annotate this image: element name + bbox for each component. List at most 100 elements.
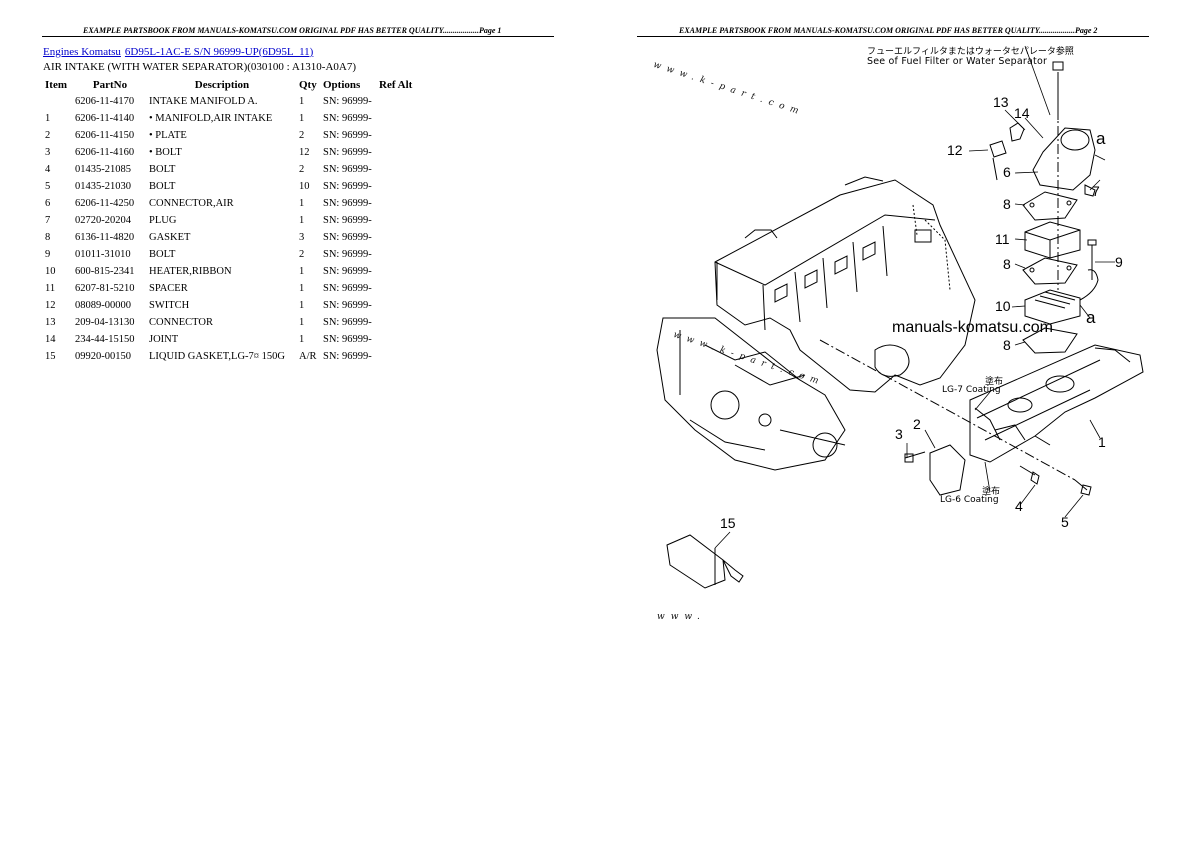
cell-description: BOLT: [149, 181, 176, 192]
cell-ref-alt: [377, 195, 421, 212]
cell-qty: 1: [299, 317, 305, 328]
cell-ref-alt: [377, 144, 421, 161]
watermark-text: manuals-komatsu.com: [892, 319, 1053, 336]
cell-item: 2: [45, 130, 51, 141]
callout-12: 12: [947, 142, 963, 158]
cell-item: 7: [45, 215, 51, 226]
cell-qty: 3: [299, 232, 305, 243]
engine-block-drawing: [656, 176, 976, 471]
exploded-parts-diagram: [656, 45, 1144, 589]
cell-qty: 1: [299, 334, 305, 345]
cell-qty: 10: [299, 181, 310, 192]
cell-ref-alt: [377, 314, 421, 331]
cell-item: 15: [45, 351, 56, 362]
cell-qty: 2: [299, 249, 305, 260]
callout-1: 1: [1098, 434, 1106, 450]
cell-qty: 1: [299, 198, 305, 209]
cell-partno: 08089-00000: [75, 300, 131, 311]
plate-and-bolt-drawing: [904, 444, 966, 496]
cell-description: SWITCH: [149, 300, 190, 311]
cell-qty: 1: [299, 266, 305, 277]
cell-options: SN: 96999-: [323, 198, 372, 209]
cell-qty: 2: [299, 130, 305, 141]
table-row: 6 6206-11-4250 CONNECTOR,AIR 1 SN: 96999-: [43, 195, 421, 212]
column-header-partno: PartNo: [92, 78, 128, 91]
cell-description: HEATER,RIBBON: [149, 266, 232, 277]
cell-item: 14: [45, 334, 56, 345]
cell-options: SN: 96999-: [323, 113, 372, 124]
cell-qty: A/R: [299, 351, 317, 362]
cell-description: CONNECTOR,AIR: [149, 198, 234, 209]
callout-8-mid: 8: [1003, 256, 1011, 272]
coating-label-lower: LG-6 Coating: [940, 495, 999, 505]
cell-ref-alt: [377, 127, 421, 144]
cell-item: 6: [45, 198, 51, 209]
callout-9: 9: [1115, 254, 1123, 270]
cell-options: SN: 96999-: [323, 147, 372, 158]
cell-description: INTAKE MANIFOLD A.: [149, 96, 258, 107]
callout-8-top: 8: [1003, 196, 1011, 212]
cell-description: • PLATE: [149, 130, 187, 141]
liquid-gasket-tube-15-drawing: [666, 534, 744, 589]
cell-partno: 01435-21030: [75, 181, 131, 192]
cell-description: BOLT: [149, 164, 176, 175]
callout-10: 10: [995, 298, 1011, 314]
column-header-ref-alt: Ref Alt: [379, 78, 413, 91]
cell-description: • MANIFOLD,AIR INTAKE: [149, 113, 273, 124]
header-divider: [42, 36, 554, 37]
cell-item: 8: [45, 232, 51, 243]
gaskets-8-drawing: [1022, 191, 1078, 354]
cell-item: [43, 93, 73, 110]
callout-11: 11: [995, 231, 1010, 247]
switch-12-drawing: [989, 140, 1007, 181]
url-watermark-bottom: www.: [657, 612, 706, 622]
cell-ref-alt: [377, 331, 421, 348]
column-header-qty: Qty: [299, 78, 317, 91]
cell-item: 5: [45, 181, 51, 192]
column-header-options: Options: [323, 78, 361, 91]
cell-partno: 01435-21085: [75, 164, 131, 175]
cell-qty: 1: [299, 96, 305, 107]
callout-leaders: [714, 45, 1115, 549]
page-header: EXAMPLE PARTSBOOK FROM MANUALS-KOMATSU.C…: [679, 26, 1098, 35]
cell-qty: 1: [299, 300, 305, 311]
intake-manifold-drawing: [969, 344, 1144, 463]
parts-list-page: EXAMPLE PARTSBOOK FROM MANUALS-KOMATSU.C…: [42, 26, 554, 365]
cell-qty: 1: [299, 283, 305, 294]
coating-label-upper: LG-7 Coating: [942, 385, 1001, 395]
callout-15: 15: [720, 515, 736, 531]
cell-description: CONNECTOR: [149, 317, 213, 328]
heater-10-drawing: [1024, 269, 1099, 325]
bolts-4-5-drawing: [1019, 465, 1092, 496]
cell-partno: 09920-00150: [75, 351, 131, 362]
cell-ref-alt: [377, 246, 421, 263]
cell-description: JOINT: [149, 334, 179, 345]
cell-ref-alt: [377, 178, 421, 195]
cell-ref-alt: [377, 348, 421, 365]
cell-partno: 6206-11-4250: [75, 198, 135, 209]
reference-note-japanese: フューエルフィルタまたはウォータセパレータ参照: [867, 47, 1074, 57]
cell-item: 1: [45, 113, 51, 124]
cell-ref-alt: [377, 161, 421, 178]
table-header-row: Item PartNo Description Qty Options Ref …: [43, 76, 421, 93]
callout-a-bottom: a: [1086, 308, 1096, 327]
breadcrumb-link-model[interactable]: 6D95L-1AC-E S/N 96999-UP(6D95L_11): [124, 46, 314, 58]
callout-6: 6: [1003, 164, 1011, 180]
cell-description: SPACER: [149, 283, 188, 294]
spacer-11-drawing: [1024, 221, 1081, 259]
breadcrumb-link-engines[interactable]: Engines Komatsu: [43, 46, 121, 58]
callout-7: 7: [1092, 183, 1100, 199]
cell-options: SN: 96999-: [323, 351, 372, 362]
cell-qty: 12: [299, 147, 310, 158]
cell-options: SN: 96999-: [323, 249, 372, 260]
